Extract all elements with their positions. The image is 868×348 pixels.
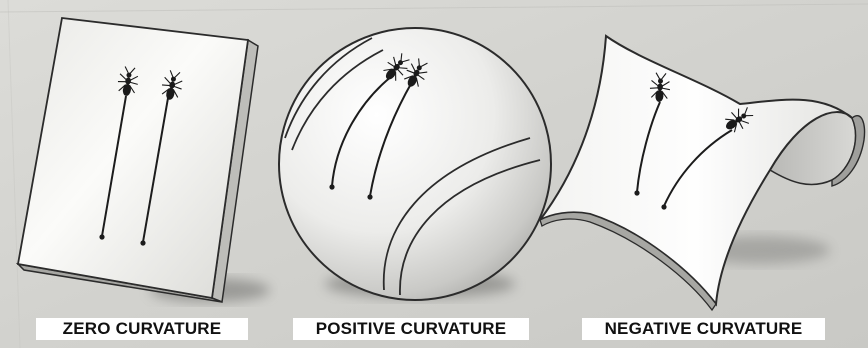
saddle-start-dot-right [661,204,666,209]
sphere [279,28,551,300]
flat-start-dot-left [99,234,104,239]
saddle-start-dot-left [634,190,639,195]
caption-negative-curvature: NEGATIVE CURVATURE [582,318,825,340]
sphere-start-dot-right [367,194,372,199]
sphere-start-dot-left [329,184,334,189]
sphere-body [279,28,551,300]
caption-positive-curvature: POSITIVE CURVATURE [293,318,529,340]
flat-start-dot-right [140,240,145,245]
caption-zero-curvature: ZERO CURVATURE [36,318,248,340]
